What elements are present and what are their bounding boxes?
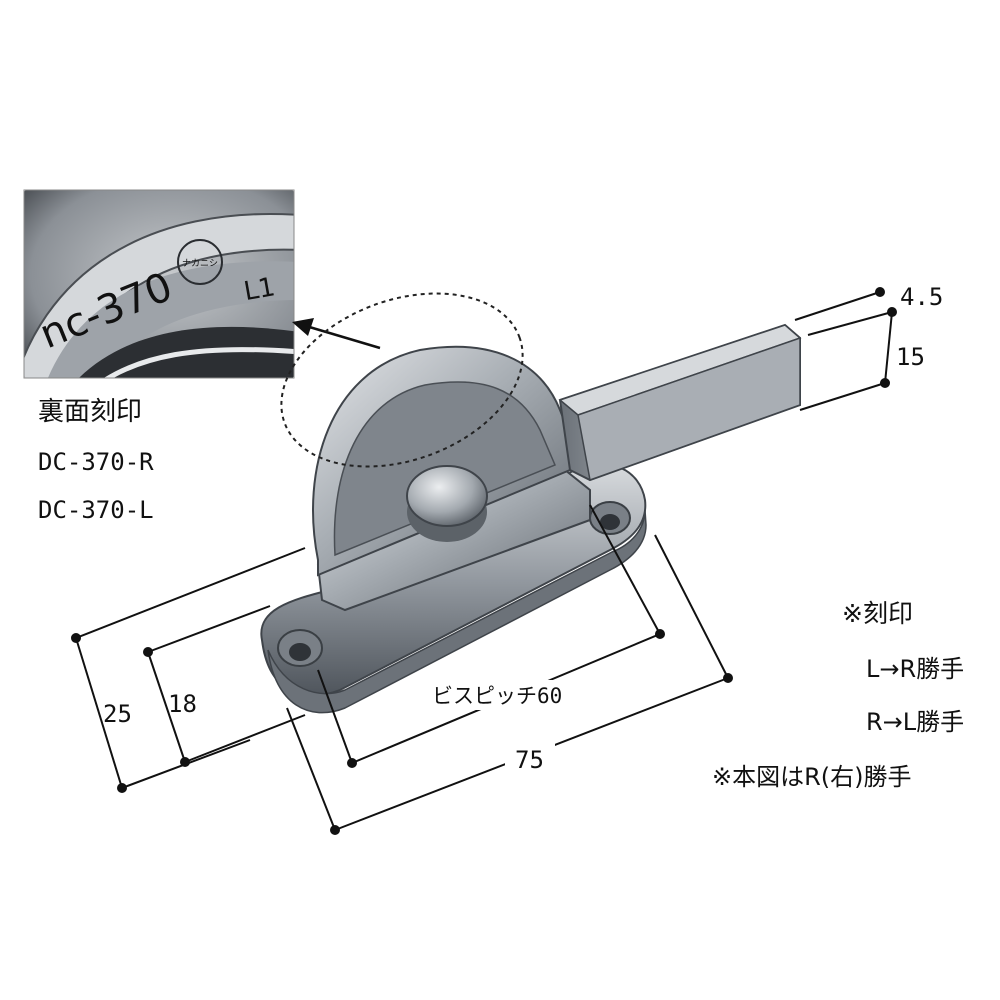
- inset-logo-text: ナカニシ: [182, 258, 218, 269]
- engraving-inset: nc-370 ナカニシ L1: [24, 190, 294, 378]
- maker-logo-icon: [177, 239, 223, 285]
- dim-base-outer-label: 25: [103, 700, 132, 728]
- screw-hole-left-icon: [277, 629, 323, 667]
- dim-overall-length-label: 75: [515, 746, 544, 774]
- dim-lever: [794, 287, 897, 411]
- note-r-to-l: R→L勝手: [866, 708, 964, 736]
- dim-screw-pitch-label: ビスピッチ60: [432, 684, 562, 708]
- dim-screw-pitch: [317, 504, 665, 768]
- dim-lever-width-label: 15: [896, 343, 925, 371]
- back-engraving-title: 裏面刻印: [38, 397, 142, 427]
- back-code-r: DC-370-R: [38, 448, 154, 476]
- inset-mark-text: L1: [242, 272, 278, 307]
- dim-base-inner-label: 18: [168, 690, 197, 718]
- latch-illustration: [260, 323, 802, 714]
- note-l-to-r: L→R勝手: [866, 655, 964, 683]
- latch-knob-icon: [406, 465, 488, 542]
- dim-thickness-label: 4.5: [900, 283, 943, 311]
- back-code-l: DC-370-L: [38, 496, 154, 524]
- engraving-highlight: [280, 292, 524, 468]
- pointer-arrow-icon: [292, 318, 381, 350]
- note-figure-hand: ※本図はR(右)勝手: [712, 763, 912, 791]
- dim-base-height: [71, 547, 306, 793]
- note-mark-heading: ※刻印: [842, 599, 913, 628]
